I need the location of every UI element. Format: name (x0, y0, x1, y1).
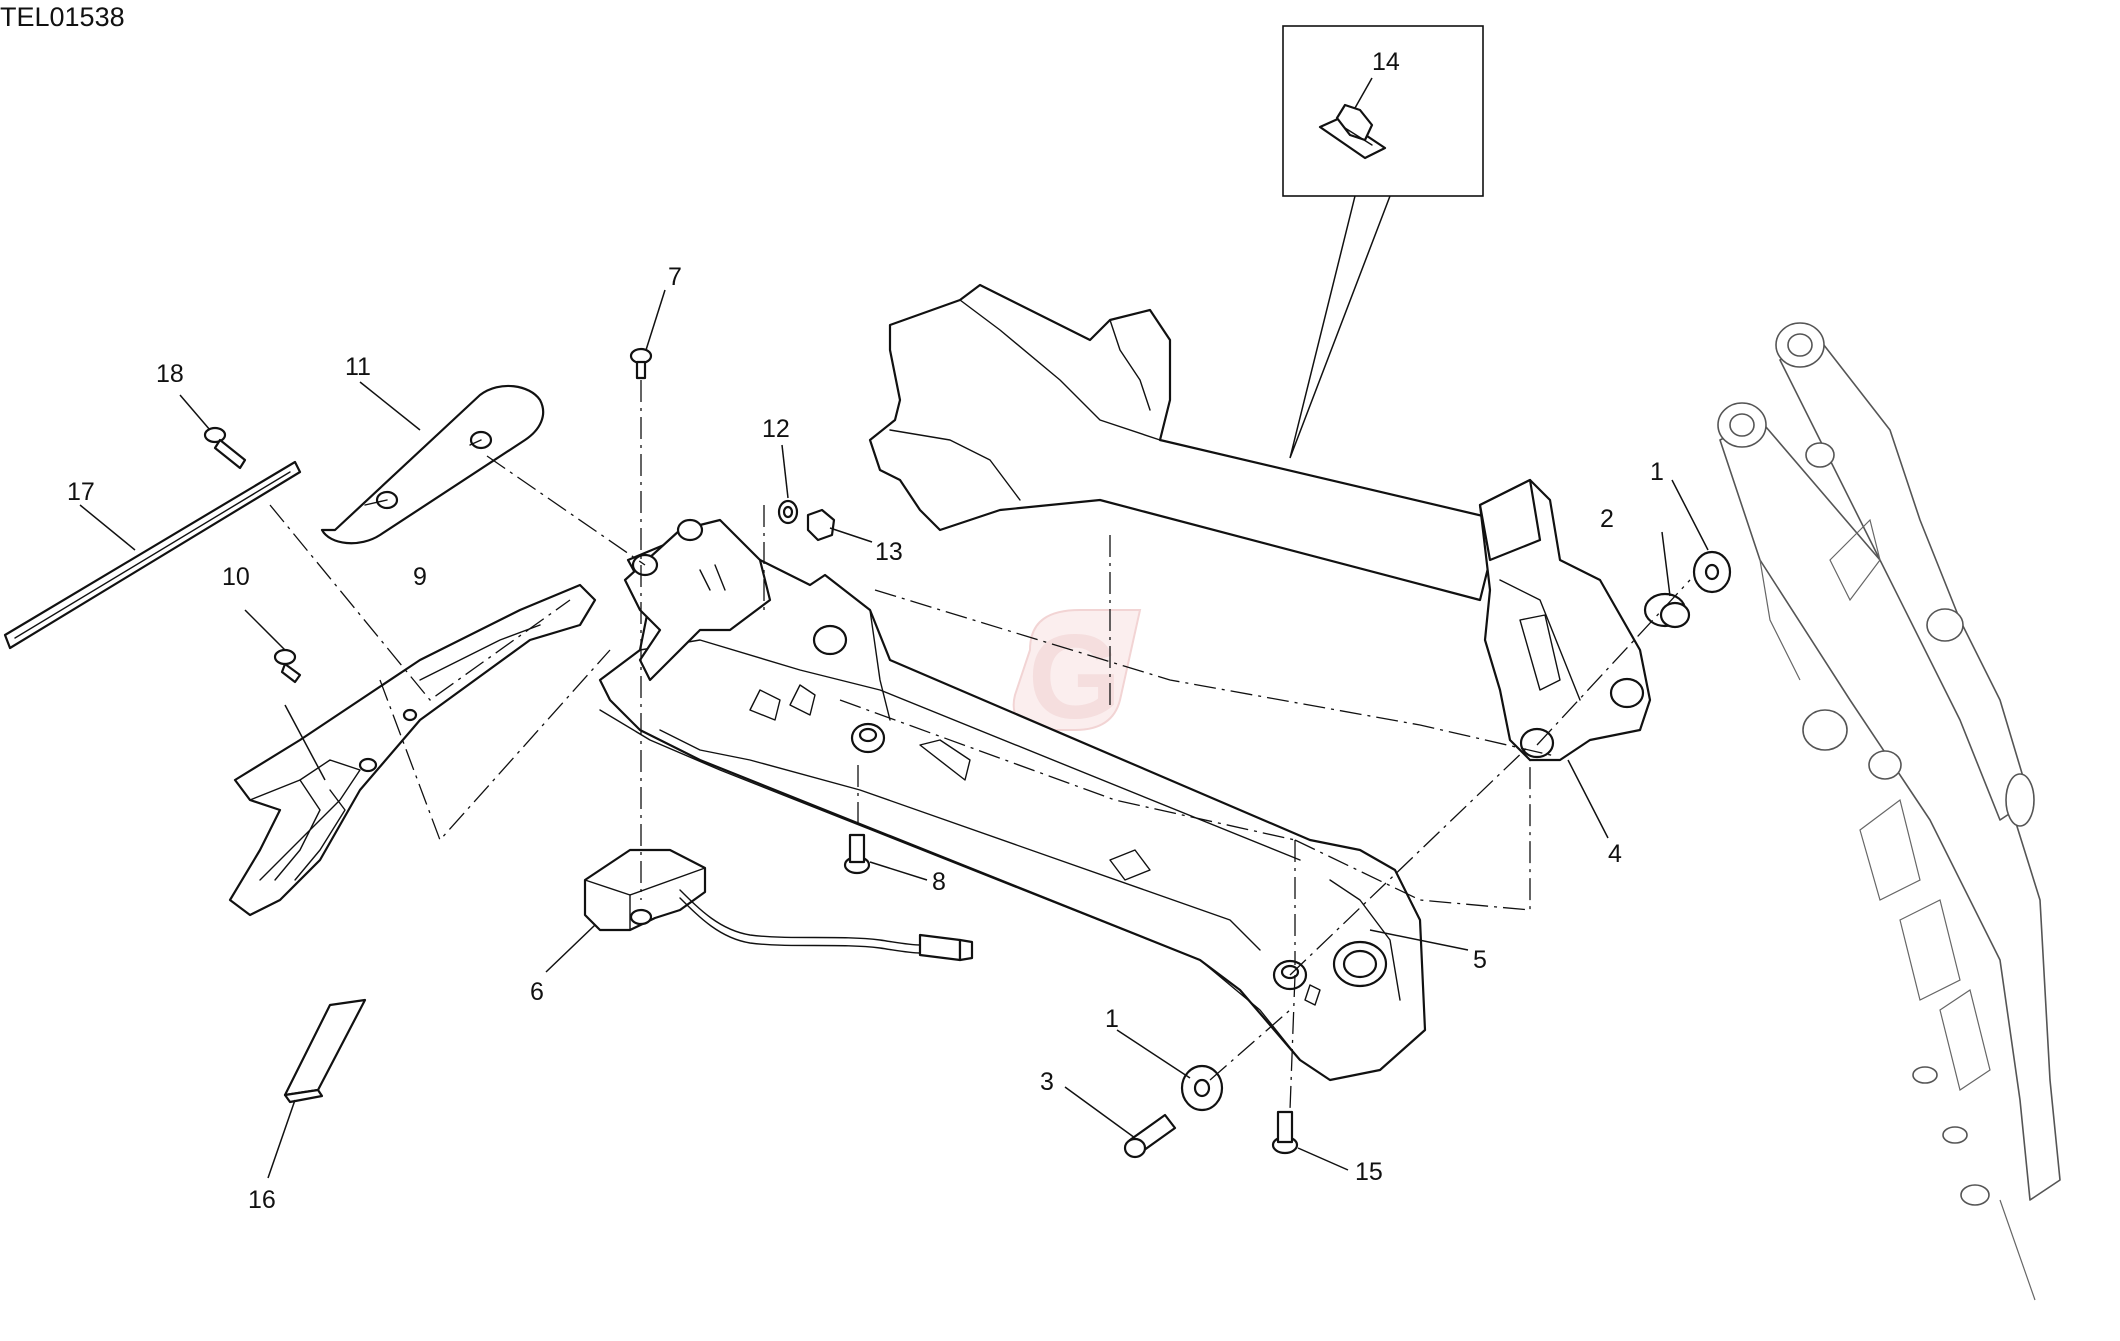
fastener-18 (203, 426, 247, 470)
grommet-2 (1643, 592, 1691, 629)
callout-4: 4 (1608, 840, 1622, 868)
plate-part-11 (320, 384, 545, 545)
leader-lines (79, 289, 1709, 1179)
callout-2: 2 (1600, 505, 1614, 533)
fastener-10 (273, 648, 302, 684)
callout-10: 10 (222, 563, 250, 591)
callout-6: 6 (530, 978, 544, 1006)
rear-bracket-part-4 (1478, 478, 1652, 762)
sensor-part-6 (583, 848, 974, 962)
callout-16: 16 (248, 1186, 276, 1214)
callout-7: 7 (668, 263, 682, 291)
inset-detail-14 (1282, 25, 1484, 459)
callout-13: 13 (875, 538, 903, 566)
drawing-code: TEL01538 (0, 2, 125, 32)
frame-subframe (1717, 322, 2061, 1301)
watermark-letter: G (1028, 610, 1121, 744)
fastener-8 (843, 833, 871, 875)
washer-1-upper (1692, 550, 1732, 594)
callout-11: 11 (345, 353, 371, 381)
callout-9: 9 (413, 563, 427, 591)
pad-part-16 (283, 998, 367, 1104)
callout-18: 18 (156, 360, 184, 388)
callout-15: 15 (1355, 1158, 1383, 1186)
main-tray-part-5 (598, 528, 1427, 1082)
callout-1-upper: 1 (1650, 458, 1664, 486)
callout-3: 3 (1040, 1068, 1054, 1096)
strip-part-17 (3, 460, 302, 650)
watermark-logo: G (1012, 609, 1142, 744)
nut-13 (806, 508, 836, 542)
tail-cover-part (868, 283, 1502, 602)
callout-1-lower: 1 (1105, 1005, 1119, 1033)
assembly-lines (269, 380, 1691, 1111)
washer-1-lower (1180, 1064, 1224, 1112)
washer-12 (777, 499, 799, 525)
fastener-15 (1271, 1110, 1299, 1155)
callout-8: 8 (932, 868, 946, 896)
callout-5: 5 (1473, 946, 1487, 974)
callout-17: 17 (67, 478, 95, 506)
callout-12: 12 (762, 415, 790, 443)
screw-3 (1123, 1113, 1177, 1159)
bracket-part-9 (228, 583, 597, 917)
callout-14: 14 (1372, 48, 1400, 76)
fastener-7 (629, 347, 653, 380)
mounting-plate (623, 518, 772, 682)
callout-labels: 1 1 2 3 4 5 6 7 8 9 10 11 12 13 14 15 16… (67, 48, 1664, 1214)
